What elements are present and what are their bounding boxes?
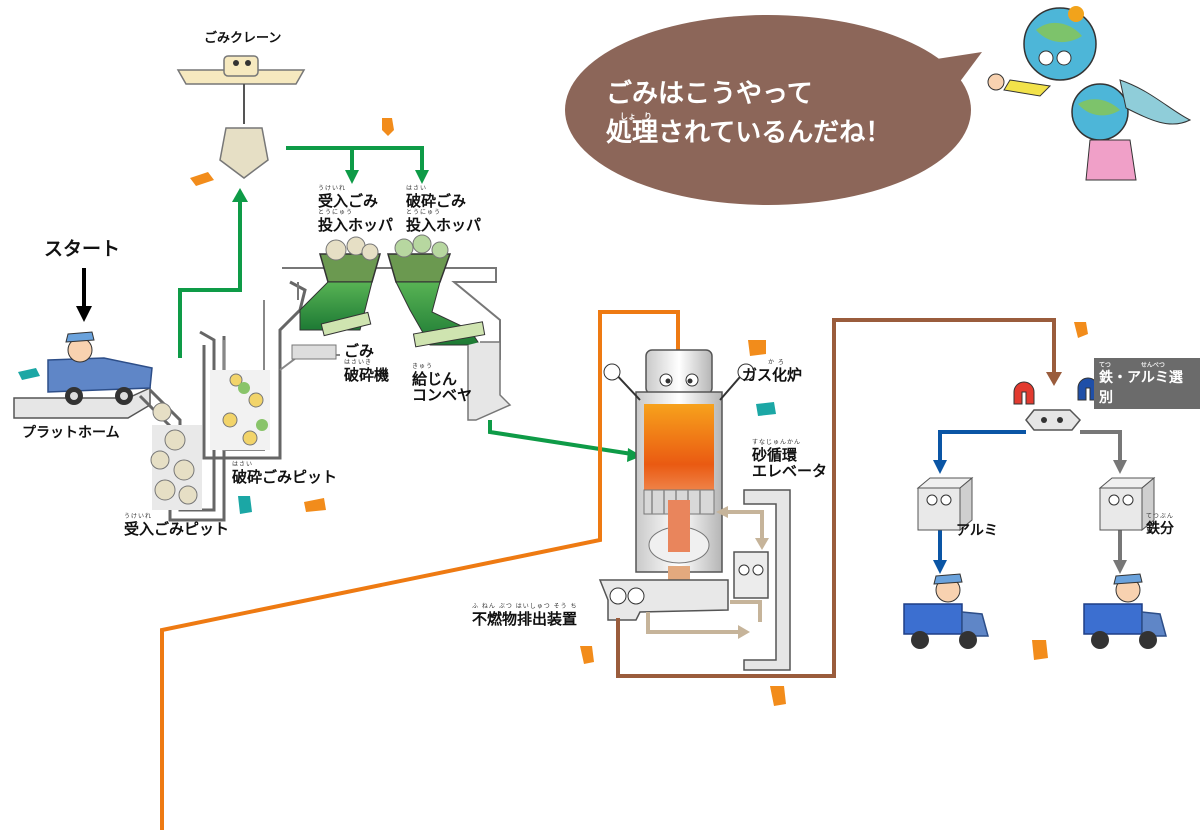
sand-elevator-label: すなじゅんかん 砂循環 エレベータ — [752, 439, 828, 480]
crusher-line1: ごみ — [344, 342, 375, 360]
bubble-ruby: しょ り — [620, 111, 652, 121]
truck-icon — [47, 331, 153, 405]
bubble-line2: 処理されているんだね！ — [606, 117, 892, 148]
iron-label: てつぶん 鉄分 — [1146, 513, 1174, 537]
gasifier-text: ガス化炉 — [742, 366, 803, 384]
discharge-label: ふ ねん ぶつ はいしゅつ そう ち 不燃物排出装置 — [472, 603, 578, 628]
platform-label: プラットホーム — [22, 425, 120, 441]
sand-elevator-ruby: すなじゅんかん — [752, 439, 802, 446]
sand-elevator-line1: 砂循環 — [752, 446, 798, 464]
bubble-text: ごみはこうやって しょ り 処理されているんだね！ — [606, 78, 891, 151]
crusher-line2: 破砕機 — [344, 365, 390, 384]
crushed-hopper-label: はさい 破砕ごみ とうにゅう 投入ホッパ — [406, 185, 482, 234]
receive-hopper-line1: 受入ごみ — [318, 192, 379, 210]
crushed-pit-ruby: はさい — [232, 461, 254, 468]
aluminum-label: アルミ — [956, 523, 998, 539]
crusher-ruby: はさいき — [344, 358, 373, 366]
gasifier — [603, 349, 755, 584]
receive-pit-label: うけいれ 受入ごみピット — [124, 513, 230, 538]
green-flow-arrows — [178, 146, 633, 456]
sorting-ruby: てつ せんべつ — [1099, 362, 1165, 369]
receive-pit-ruby: うけいれ — [124, 513, 153, 520]
sorting-label: てつ せんべつ 鉄・アルミ選別 — [1094, 358, 1200, 409]
crushed-hopper-ruby: はさい — [406, 185, 428, 192]
crane-label: ごみクレーン — [204, 31, 282, 46]
crusher-label: ごみ はさいき 破砕機 — [344, 342, 390, 384]
bubble-line1: ごみはこうやって — [606, 79, 813, 109]
iron-truck-icon — [1083, 573, 1167, 649]
receive-hopper-ruby: うけいれ — [318, 185, 382, 192]
crushed-hopper-line2-ruby: とうにゅう — [406, 208, 442, 216]
iron-bin — [1098, 476, 1156, 532]
aluminum-truck-icon — [903, 573, 989, 649]
brown-residue-line — [616, 318, 1056, 678]
receive-pit-text: 受入ごみピット — [124, 520, 230, 538]
discharge-ruby: ふ ねん ぶつ はいしゅつ そう ち — [472, 603, 578, 610]
crushed-pit-label: はさい 破砕ごみピット — [232, 461, 338, 486]
discharge-device — [598, 489, 791, 671]
discharge-text: 不燃物排出装置 — [472, 610, 578, 628]
gasifier-label: か ろ ガス化炉 — [742, 359, 803, 384]
crushed-pit-text: 破砕ごみピット — [232, 468, 338, 486]
pointing-hand-icon — [190, 118, 1088, 706]
iron-text: 鉄分 — [1146, 521, 1174, 537]
sorting-arrows — [938, 430, 1122, 562]
receive-hopper-line2-ruby: とうにゅう — [318, 208, 354, 216]
crane-icon — [176, 55, 306, 179]
sand-circulation-arrows — [646, 510, 764, 634]
sorting-text: 鉄・アルミ選別 — [1099, 370, 1183, 406]
feeder-ruby: きゅう — [412, 363, 434, 370]
hoppers — [299, 234, 512, 421]
earth-character-icon — [987, 6, 1192, 181]
start-label: スタート — [44, 238, 121, 260]
crushed-hopper-line2: 投入ホッパ — [406, 215, 482, 234]
sand-elevator-line2: エレベータ — [752, 461, 828, 480]
orange-gas-line — [160, 310, 680, 830]
speech-bubble — [565, 15, 982, 205]
feeder-line2: コンベヤ — [412, 385, 473, 404]
magnet-icon — [1013, 377, 1099, 431]
aluminum-bin — [916, 476, 974, 532]
crushed-hopper-line1: 破砕ごみ — [406, 192, 467, 210]
gasifier-ruby: か ろ — [768, 359, 785, 366]
receive-hopper-label: うけいれ 受入ごみ とうにゅう 投入ホッパ — [318, 185, 394, 234]
crushed-pit — [202, 267, 501, 460]
receiving-pit — [138, 330, 226, 522]
receive-hopper-line2: 投入ホッパ — [318, 215, 394, 234]
feeder-label: きゅう 給じん コンベヤ — [412, 363, 473, 404]
iron-ruby: てつぶん — [1146, 513, 1174, 520]
feeder-line1: 給じん — [412, 370, 458, 388]
